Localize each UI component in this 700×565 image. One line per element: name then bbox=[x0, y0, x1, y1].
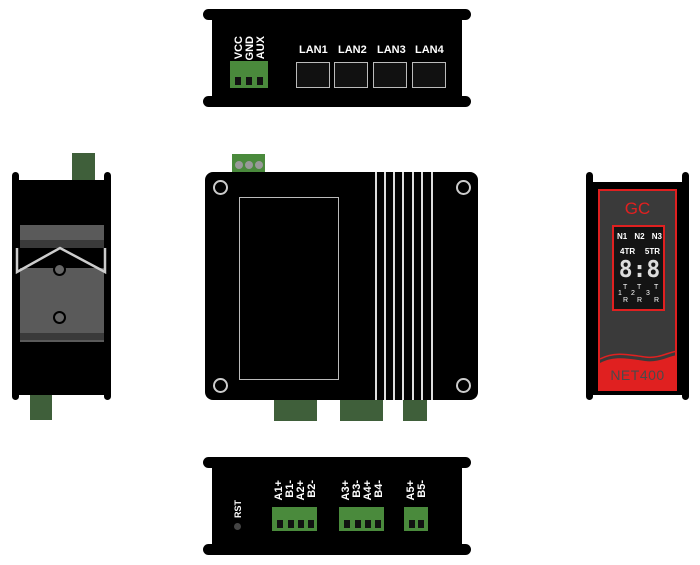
r-label: R bbox=[637, 297, 643, 304]
screw-icon bbox=[53, 263, 66, 276]
power-terminal[interactable] bbox=[230, 61, 268, 88]
terminal-label: B2- bbox=[306, 480, 318, 498]
brand-logo: GC bbox=[624, 199, 651, 218]
terminal-label: B4- bbox=[373, 480, 385, 498]
vcc-label: VCC bbox=[233, 36, 245, 60]
terminal-block-1 bbox=[274, 400, 317, 421]
spring-clip-icon bbox=[15, 246, 107, 275]
mount-hole-icon bbox=[213, 180, 228, 195]
n2-indicator: N2 bbox=[634, 232, 645, 241]
terminal-label: A2+ bbox=[295, 480, 307, 501]
heatsink-fin bbox=[375, 172, 377, 400]
port-1-number: 1 bbox=[618, 290, 622, 297]
bottom-body bbox=[212, 465, 462, 547]
bottom-rail-top bbox=[203, 457, 471, 468]
red-wave-band bbox=[600, 350, 675, 389]
terminal-label: B5- bbox=[416, 480, 428, 498]
mount-hole-icon bbox=[213, 378, 228, 393]
heatsink-fin bbox=[384, 172, 386, 400]
lan1-port[interactable] bbox=[296, 62, 330, 88]
heatsink-fin bbox=[402, 172, 404, 400]
side-rail-left bbox=[12, 172, 19, 400]
plate-band bbox=[20, 240, 104, 248]
port-2-number: 2 bbox=[631, 290, 635, 297]
lan4-label: LAN4 bbox=[415, 44, 444, 56]
r-label: R bbox=[623, 297, 629, 304]
terminal-block-3 bbox=[403, 400, 427, 421]
lan4-port[interactable] bbox=[412, 62, 446, 88]
port-3-number: 3 bbox=[646, 290, 650, 297]
status-display: N1 N2 N3 4TR 5TR 8:8 1 T R 2 T R 3 T R bbox=[612, 225, 665, 311]
bottom-connector bbox=[30, 394, 52, 420]
terminal-block-2 bbox=[340, 400, 383, 421]
rs485-terminal-1[interactable] bbox=[272, 507, 317, 531]
r-label: R bbox=[654, 297, 660, 304]
din-rail-top bbox=[203, 9, 471, 20]
lan2-label: LAN2 bbox=[338, 44, 367, 56]
heatsink-fin bbox=[421, 172, 423, 400]
seven-segment-display: 8:8 bbox=[618, 257, 661, 283]
clip-gap bbox=[20, 248, 104, 268]
heatsink-fin bbox=[431, 172, 433, 400]
label-area bbox=[239, 197, 339, 380]
rs485-terminal-3[interactable] bbox=[404, 507, 428, 531]
n1-indicator: N1 bbox=[617, 232, 628, 241]
terminal-label: A5+ bbox=[405, 480, 417, 501]
power-terminal-top bbox=[232, 154, 265, 173]
top-connector bbox=[72, 153, 95, 181]
n3-indicator: N3 bbox=[651, 232, 662, 241]
reset-label: RST bbox=[233, 500, 243, 518]
lan2-port[interactable] bbox=[334, 62, 368, 88]
terminal-label: A3+ bbox=[340, 480, 352, 501]
aux-label: AUX bbox=[255, 36, 267, 60]
lan1-label: LAN1 bbox=[299, 44, 328, 56]
side-rail-right bbox=[104, 172, 111, 400]
terminal-label: B3- bbox=[351, 480, 363, 498]
heatsink-fin bbox=[412, 172, 414, 400]
reset-button[interactable] bbox=[234, 523, 241, 530]
t-label: T bbox=[654, 284, 659, 291]
terminal-label: A1+ bbox=[273, 480, 285, 501]
plate-band-bottom bbox=[20, 333, 104, 340]
front-panel: GC N1 N2 N3 4TR 5TR 8:8 1 T R 2 T R 3 T … bbox=[598, 189, 677, 391]
screw-icon bbox=[53, 311, 66, 324]
model-label: NET400 bbox=[610, 367, 665, 383]
heatsink-fin bbox=[393, 172, 395, 400]
rs485-terminal-2[interactable] bbox=[339, 507, 384, 531]
lan3-port[interactable] bbox=[373, 62, 407, 88]
mount-hole-icon bbox=[456, 180, 471, 195]
lan3-label: LAN3 bbox=[377, 44, 406, 56]
5tr-indicator: 5TR bbox=[644, 247, 660, 256]
bottom-rail-bottom bbox=[203, 544, 471, 555]
4tr-indicator: 4TR bbox=[620, 247, 636, 256]
terminal-label: B1- bbox=[284, 480, 296, 498]
gnd-label: GND bbox=[244, 36, 256, 61]
panel-rail-right bbox=[682, 172, 689, 400]
panel-rail-left bbox=[586, 172, 593, 400]
mount-hole-icon bbox=[456, 378, 471, 393]
terminal-label: A4+ bbox=[362, 480, 374, 501]
din-rail-bottom bbox=[203, 96, 471, 107]
t-label: T bbox=[637, 284, 642, 291]
t-label: T bbox=[623, 284, 628, 291]
